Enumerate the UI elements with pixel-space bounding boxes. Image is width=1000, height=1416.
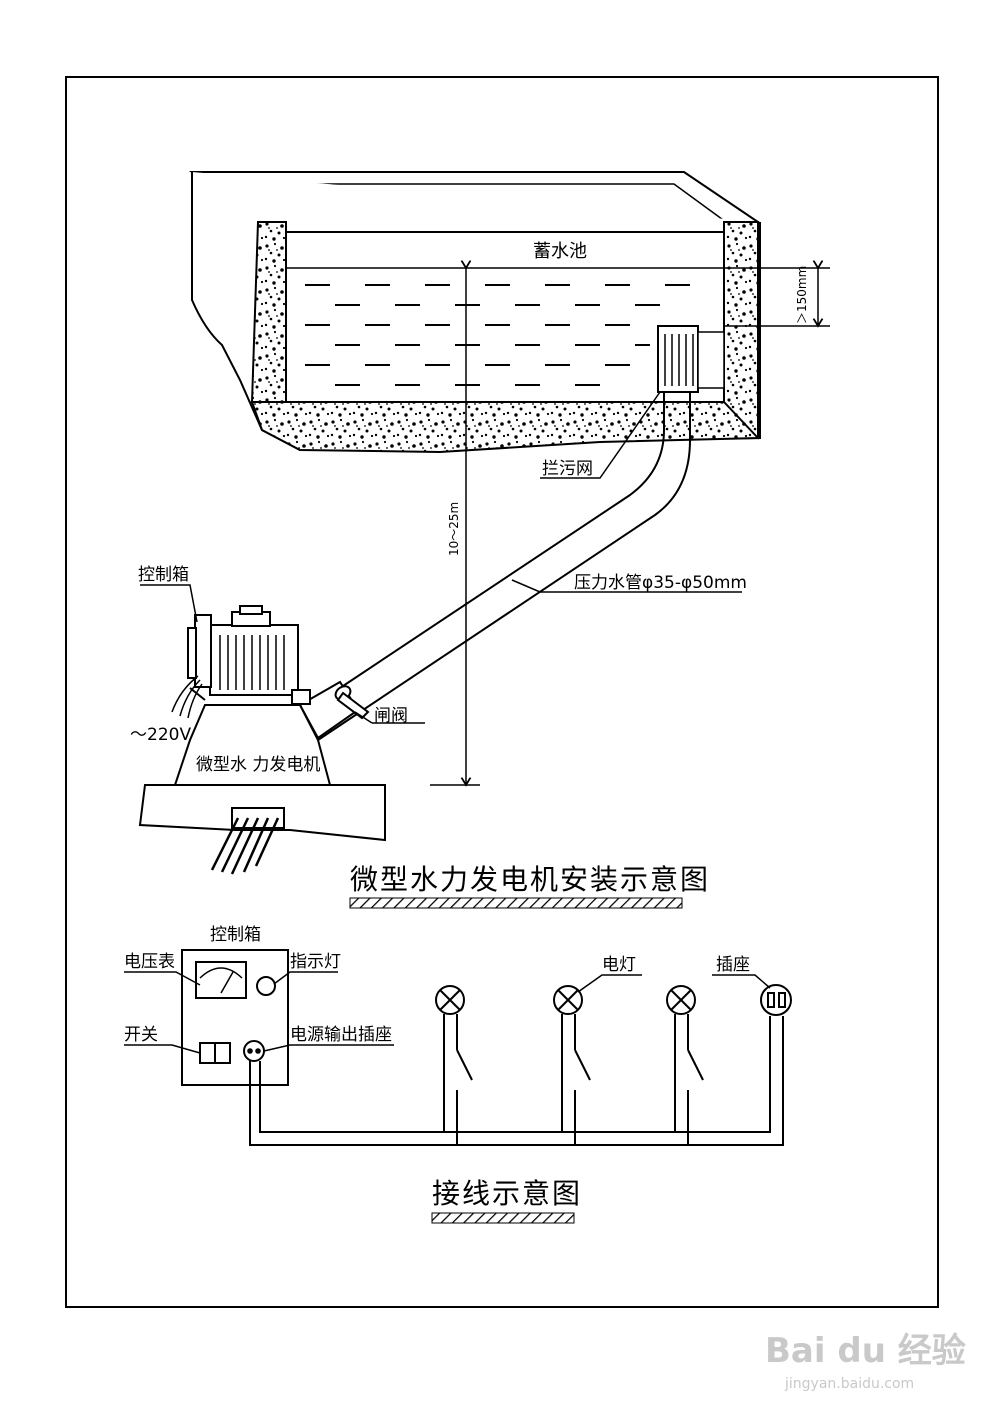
reservoir [189, 171, 762, 454]
valve-label: 闸阀 [374, 706, 408, 726]
screen-label: 拦污网 [542, 459, 593, 479]
wiring-title-underline [431, 1212, 575, 1224]
wiring-control-box [181, 949, 289, 1086]
min-depth-label: ＞150mm [795, 266, 809, 324]
install-title-underline [349, 897, 683, 909]
head-range-label: 10～25m [447, 502, 461, 556]
indicator-label: 指示灯 [290, 952, 341, 972]
power-cable [171, 675, 203, 719]
power-outlet-label: 电源输出插座 [290, 1025, 392, 1045]
pipe-label: 压力水管φ35-φ50mm [574, 573, 747, 593]
install-diagram-title: 微型水力发电机安装示意图 [350, 863, 710, 896]
wiring-lines [249, 1014, 784, 1146]
head-dimension [430, 268, 480, 785]
drawing-frame [65, 76, 939, 1308]
watermark-url: jingyan.baidu.com [784, 1376, 914, 1392]
trash-screen [657, 325, 725, 393]
water-dashes [305, 284, 690, 386]
baidu-watermark: Bai du 经验 jingyan.baidu.com [765, 1331, 966, 1392]
water-outflow [210, 817, 280, 875]
lamp-symbol-2 [553, 985, 583, 1015]
lamp-symbol-3 [666, 985, 696, 1015]
lamp-symbol-1 [435, 985, 465, 1015]
reservoir-label: 蓄水池 [533, 241, 587, 262]
watermark-brand: Bai du 经验 [765, 1331, 966, 1371]
generator-control-box-label: 控制箱 [138, 565, 189, 585]
socket-label: 插座 [716, 955, 750, 975]
voltmeter-label: 电压表 [124, 952, 175, 972]
micro-hydro-generator [173, 605, 332, 786]
lamps [435, 985, 696, 1015]
leader-lines [140, 391, 742, 724]
wiring-control-box-label: 控制箱 [210, 925, 261, 945]
switch-label: 开关 [124, 1025, 158, 1045]
wiring-leader-lines [124, 971, 771, 1054]
wiring-diagram-title: 接线示意图 [432, 1177, 582, 1210]
voltage-label: ～220V [130, 725, 191, 745]
wall-socket-symbol [760, 984, 792, 1016]
depth-dimension [724, 268, 830, 326]
lamp-label: 电灯 [602, 955, 636, 975]
generator-label: 微型水 力发电机 [196, 755, 320, 775]
